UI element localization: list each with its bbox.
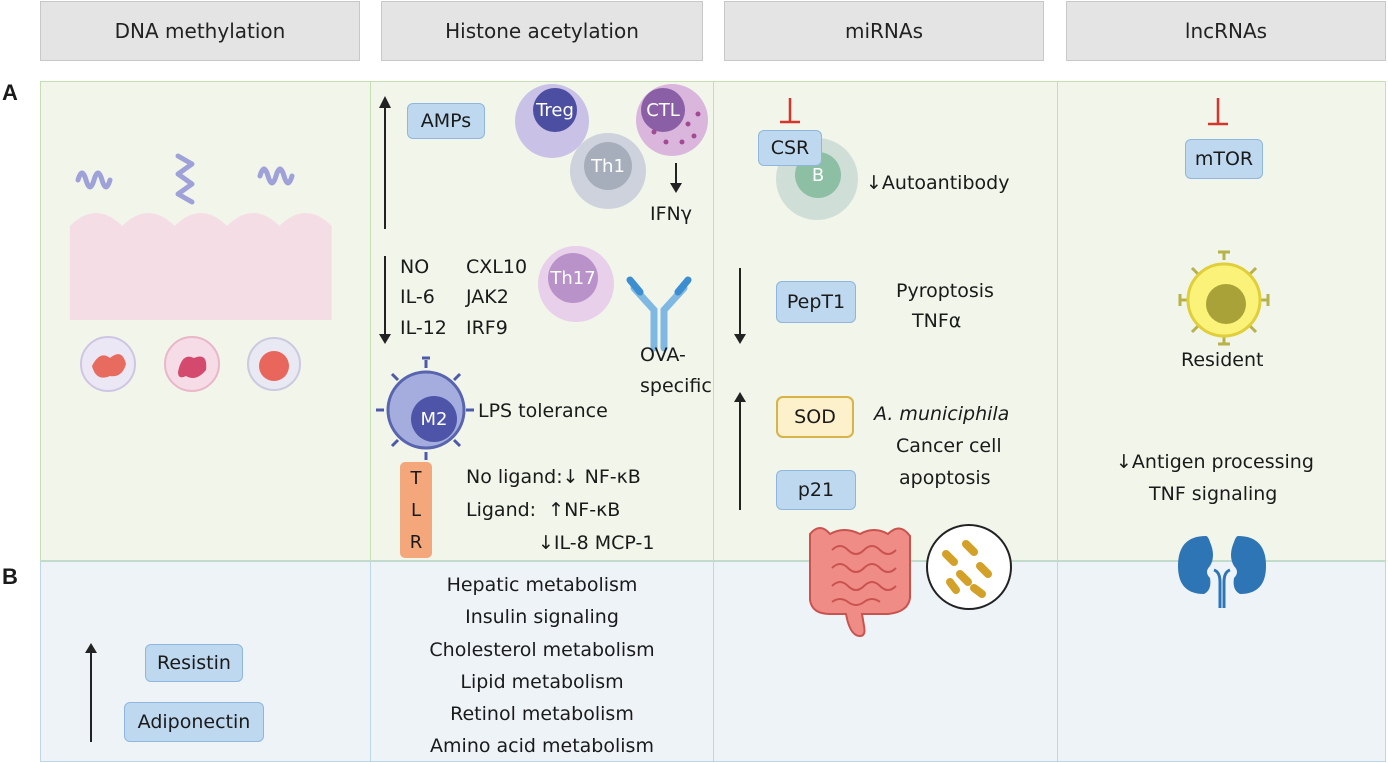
cancer-cell-label: Cancer cell — [896, 435, 1002, 457]
th1-nucleus: Th1 — [584, 142, 632, 190]
autoantibody-label: ↓Autoantibody — [866, 172, 1010, 194]
up-arrow — [90, 650, 92, 742]
tnf-alpha-label: TNFα — [912, 310, 962, 332]
metabolism-item: Amino acid metabolism — [430, 735, 654, 757]
up-arrow — [739, 398, 741, 510]
treg-nucleus: Treg — [533, 88, 577, 132]
tlr-receptor: T L R — [400, 462, 432, 558]
resistin-label: Resistin — [145, 644, 243, 682]
divider — [713, 81, 714, 561]
bacteria-icon — [926, 524, 1012, 610]
tlr-no-ligand: No ligand:↓ NF-κB — [466, 466, 641, 488]
arrowhead-down-icon — [670, 183, 682, 193]
resident-label: Resident — [1181, 349, 1264, 371]
cytokine-no: NO — [400, 256, 430, 278]
ova-specific-label-1: OVA- — [640, 344, 686, 366]
intestine-icon — [809, 527, 911, 638]
cytokine-jak2: JAK2 — [466, 286, 509, 308]
divider — [1057, 81, 1058, 561]
csr-label: CSR — [758, 130, 822, 166]
header-dna-methylation: DNA methylation — [40, 1, 360, 61]
divider — [370, 81, 371, 561]
th17-nucleus: Th17 — [548, 253, 598, 303]
mtor-label: mTOR — [1185, 139, 1263, 179]
antibody-icon — [626, 276, 692, 352]
metabolism-item: Hepatic metabolism — [446, 574, 638, 596]
down-arrow — [739, 268, 741, 336]
tlr-letter: R — [409, 531, 423, 553]
pept1-label: PepT1 — [776, 281, 856, 323]
kidney-icon — [1178, 536, 1266, 608]
metabolism-item: Lipid metabolism — [460, 671, 624, 693]
metabolism-item: Cholesterol metabolism — [429, 639, 655, 661]
ifn-gamma-label: IFNγ — [650, 203, 692, 225]
lps-tolerance-label: LPS tolerance — [478, 400, 608, 422]
divider — [1057, 561, 1058, 762]
intestinal-epithelium-icon — [69, 153, 332, 320]
tlr-ligand: Ligand: ↑NF-κB — [466, 499, 621, 521]
tlr-letter: T — [410, 467, 422, 489]
arrowhead-down-icon — [379, 334, 391, 344]
immune-cells-icon — [80, 336, 301, 392]
cytokine-irf9: IRF9 — [466, 317, 508, 339]
header-mirnas: miRNAs — [724, 1, 1044, 61]
up-arrow — [384, 103, 386, 229]
tlr-il8-mcp1: ↓IL-8 MCP-1 — [538, 532, 655, 554]
adiponectin-label: Adiponectin — [124, 702, 264, 742]
panel-label-a: A — [2, 80, 18, 105]
amps-label: AMPs — [407, 103, 485, 139]
panel-label-b: B — [2, 564, 18, 589]
cytokine-cxl10: CXL10 — [466, 256, 528, 278]
sod-label: SOD — [776, 396, 854, 438]
header-histone-acetylation: Histone acetylation — [381, 1, 703, 61]
ova-specific-label-2: specific — [640, 375, 712, 397]
resident-cell-icon — [1178, 250, 1270, 346]
antigen-processing-label: ↓Antigen processing — [1116, 451, 1314, 473]
microbe-label: A. municiphila — [874, 403, 1010, 425]
inhibition-icon — [780, 98, 800, 124]
down-arrow — [675, 163, 677, 185]
m2-nucleus: M2 — [411, 396, 457, 442]
arrowhead-up-icon — [85, 643, 97, 653]
header-lncrnas: lncRNAs — [1066, 1, 1386, 61]
arrowhead-up-icon — [379, 96, 391, 108]
p21-label: p21 — [776, 470, 856, 510]
tlr-letter: L — [410, 499, 422, 521]
divider — [713, 561, 714, 762]
divider — [370, 561, 371, 762]
apoptosis-label: apoptosis — [899, 467, 991, 489]
ctl-nucleus: CTL — [641, 88, 685, 132]
arrowhead-down-icon — [734, 334, 746, 344]
cytokine-il6: IL-6 — [400, 286, 435, 308]
ctl-granules-icon — [651, 111, 701, 145]
down-arrow — [384, 256, 386, 336]
arrowhead-up-icon — [734, 392, 746, 402]
tnf-signaling-label: TNF signaling — [1149, 483, 1278, 505]
inhibition-icon — [1208, 98, 1228, 126]
cytokine-il12: IL-12 — [400, 317, 447, 339]
metabolism-item: Insulin signaling — [465, 606, 619, 628]
pyroptosis-label: Pyroptosis — [896, 280, 994, 302]
metabolism-item: Retinol metabolism — [450, 703, 634, 725]
